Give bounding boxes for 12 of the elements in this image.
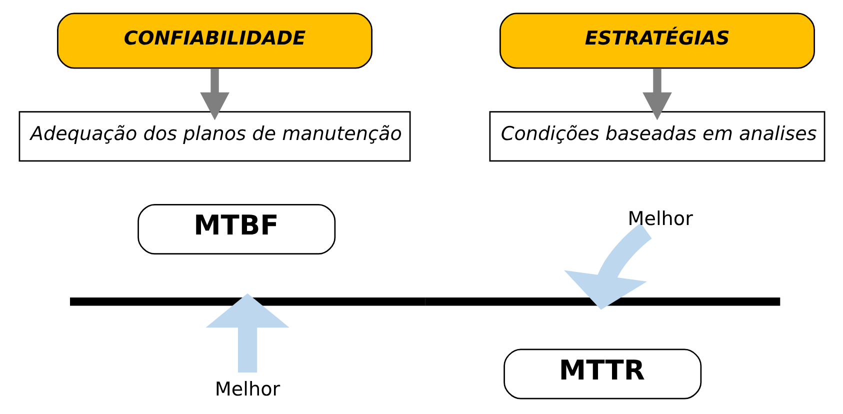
arrow xyxy=(200,68,229,120)
node-box: Adequação dos planos de manutenção xyxy=(18,111,410,162)
arrow xyxy=(205,293,289,373)
edge-label: Melhor xyxy=(627,207,692,230)
edge-label: Melhor xyxy=(214,377,280,400)
arrow xyxy=(564,223,652,310)
node-box: MTTR xyxy=(503,348,702,400)
node-box: CONFIABILIDADE xyxy=(56,12,372,69)
node-box: MTBF xyxy=(137,204,336,255)
node-box: ESTRATÉGIAS xyxy=(499,12,814,69)
arrow xyxy=(642,68,672,120)
node-box: Condições baseadas em analises xyxy=(488,111,825,162)
